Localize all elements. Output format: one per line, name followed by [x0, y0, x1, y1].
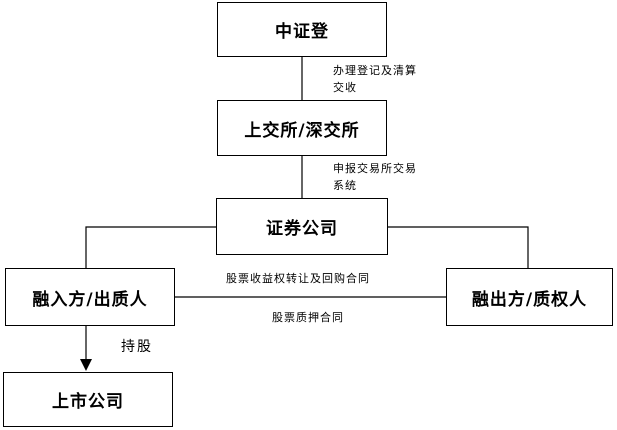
node-listed-company: 上市公司: [3, 372, 173, 427]
node-csdc: 中证登: [217, 2, 387, 57]
node-csdc-label: 中证登: [275, 22, 329, 42]
node-exchanges-label: 上交所/深交所: [244, 120, 360, 141]
node-listed-company-label: 上市公司: [52, 392, 124, 412]
node-borrower-pledgor: 融入方/出质人: [5, 268, 175, 326]
edge-label-holding: 持股: [121, 339, 153, 355]
node-securities-company-label: 证券公司: [266, 219, 338, 239]
node-securities-company: 证券公司: [216, 198, 388, 255]
edge-label-exchanges-securities: 申报交易所交易系统: [333, 162, 417, 192]
node-lender-pledgee: 融出方/质权人: [446, 268, 613, 326]
edge-label-transfer-repurchase: 股票收益权转让及回购合同: [226, 272, 370, 285]
edge-label-csdc-exchanges: 办理登记及清算交收: [333, 64, 417, 94]
line-securities-lender: [388, 226, 529, 268]
node-exchanges: 上交所/深交所: [217, 100, 387, 156]
node-lender-pledgee-label: 融出方/质权人: [471, 289, 588, 310]
edge-label-pledge-contract: 股票质押合同: [272, 311, 344, 324]
arrowhead-down: [80, 359, 92, 371]
line-securities-borrower: [85, 226, 216, 268]
node-borrower-pledgor-label: 融入方/出质人: [32, 289, 148, 310]
